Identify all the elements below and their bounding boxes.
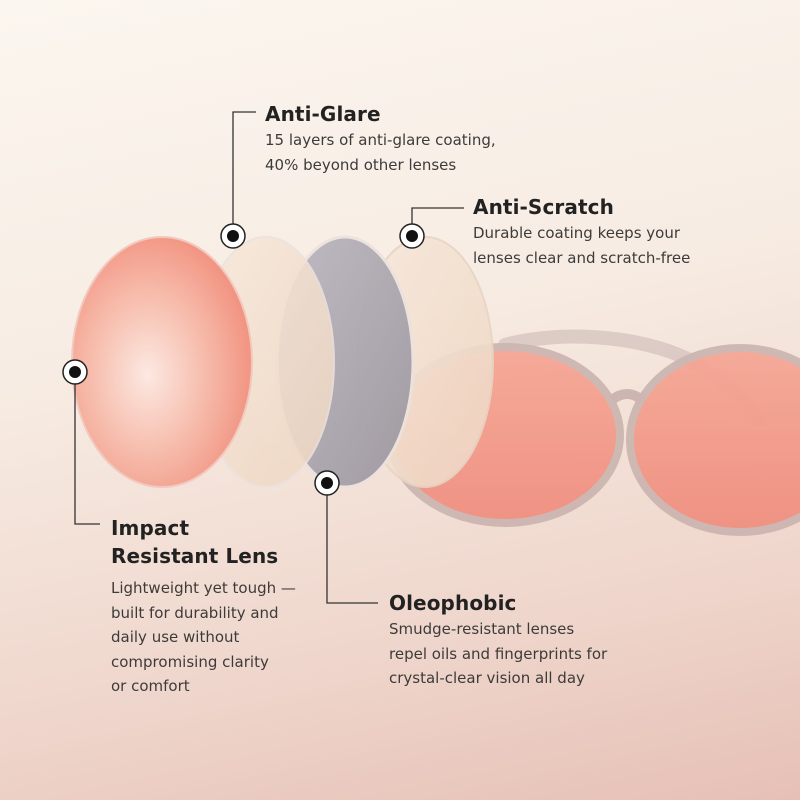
anti-scratch-desc-line1: Durable coating keeps your <box>473 224 681 242</box>
anti-glare-desc-line1: 15 layers of anti-glare coating, <box>265 131 496 149</box>
impact-connector <box>74 372 100 525</box>
impact-lens-disc <box>71 236 253 488</box>
impact-desc-line1: Lightweight yet tough — <box>111 579 296 597</box>
oleophobic-desc-line1: Smudge-resistant lenses <box>389 620 575 638</box>
antiglare-marker <box>220 223 246 249</box>
impact-desc-line5: or comfort <box>111 677 190 695</box>
anti-scratch-title: Anti-Scratch <box>473 195 614 219</box>
impact-title-line2: Resistant Lens <box>111 544 279 568</box>
anti-glare-desc-line2: 40% beyond other lenses <box>265 155 457 174</box>
impact-marker <box>62 359 88 385</box>
oleophobic-marker <box>314 470 340 496</box>
impact-desc-line4: compromising clarity <box>111 652 269 671</box>
right-lens-frame <box>626 344 800 536</box>
antiglare-connector <box>232 111 256 236</box>
oleophobic-callout: Oleophobic Smudge-resistant lenses repel… <box>389 589 607 691</box>
impact-callout: Impact Resistant Lens Lightweight yet to… <box>111 514 311 699</box>
impact-title-line1: Impact <box>111 516 190 540</box>
anti-glare-title: Anti-Glare <box>265 102 381 126</box>
anti-glare-callout: Anti-Glare 15 layers of anti-glare coati… <box>265 100 496 177</box>
antiscratch-marker <box>399 223 425 249</box>
oleophobic-connector <box>326 483 378 604</box>
oleophobic-desc-line3: crystal-clear vision all day <box>389 669 585 687</box>
oleophobic-desc-line2: repel oils and fingerprints for <box>389 644 608 663</box>
impact-desc-line3: daily use without <box>111 628 240 646</box>
anti-scratch-callout: Anti-Scratch Durable coating keeps your … <box>473 193 690 270</box>
anti-scratch-desc-line2: lenses clear and scratch-free <box>473 248 691 267</box>
oleophobic-title: Oleophobic <box>389 591 517 615</box>
impact-desc-line2: built for durability and <box>111 603 279 622</box>
